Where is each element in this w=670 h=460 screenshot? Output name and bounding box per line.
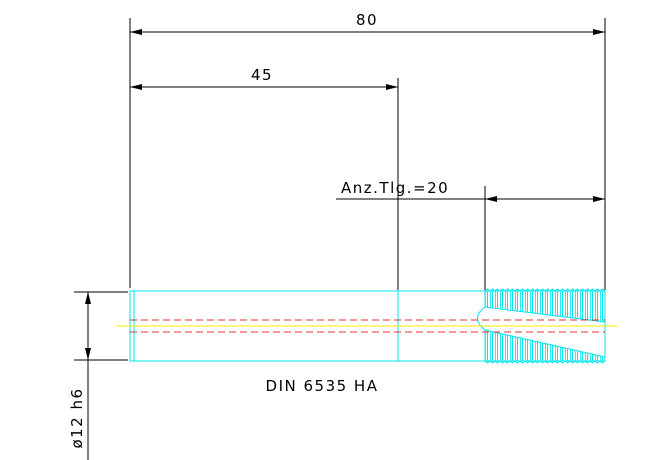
- dimension-shaft-label: 45: [251, 66, 273, 84]
- dimension-shaft: 45: [130, 66, 398, 90]
- thread-top-edge: [484, 288, 606, 292]
- dimension-overall-label: 80: [356, 11, 378, 29]
- part-designation: DIN 6535 HA: [266, 377, 379, 395]
- dimension-teeth: Anz.Tlg.=20: [336, 179, 605, 202]
- dimension-diameter-label: ø12 h6: [68, 387, 86, 448]
- dimension-diameter: ø12 h6: [68, 292, 91, 460]
- thread-bottom-edge: [484, 360, 606, 364]
- center-lines: [116, 319, 618, 333]
- dimension-overall: 80: [130, 11, 605, 35]
- dimension-teeth-label: Anz.Tlg.=20: [341, 179, 449, 197]
- extension-lines: [74, 18, 606, 361]
